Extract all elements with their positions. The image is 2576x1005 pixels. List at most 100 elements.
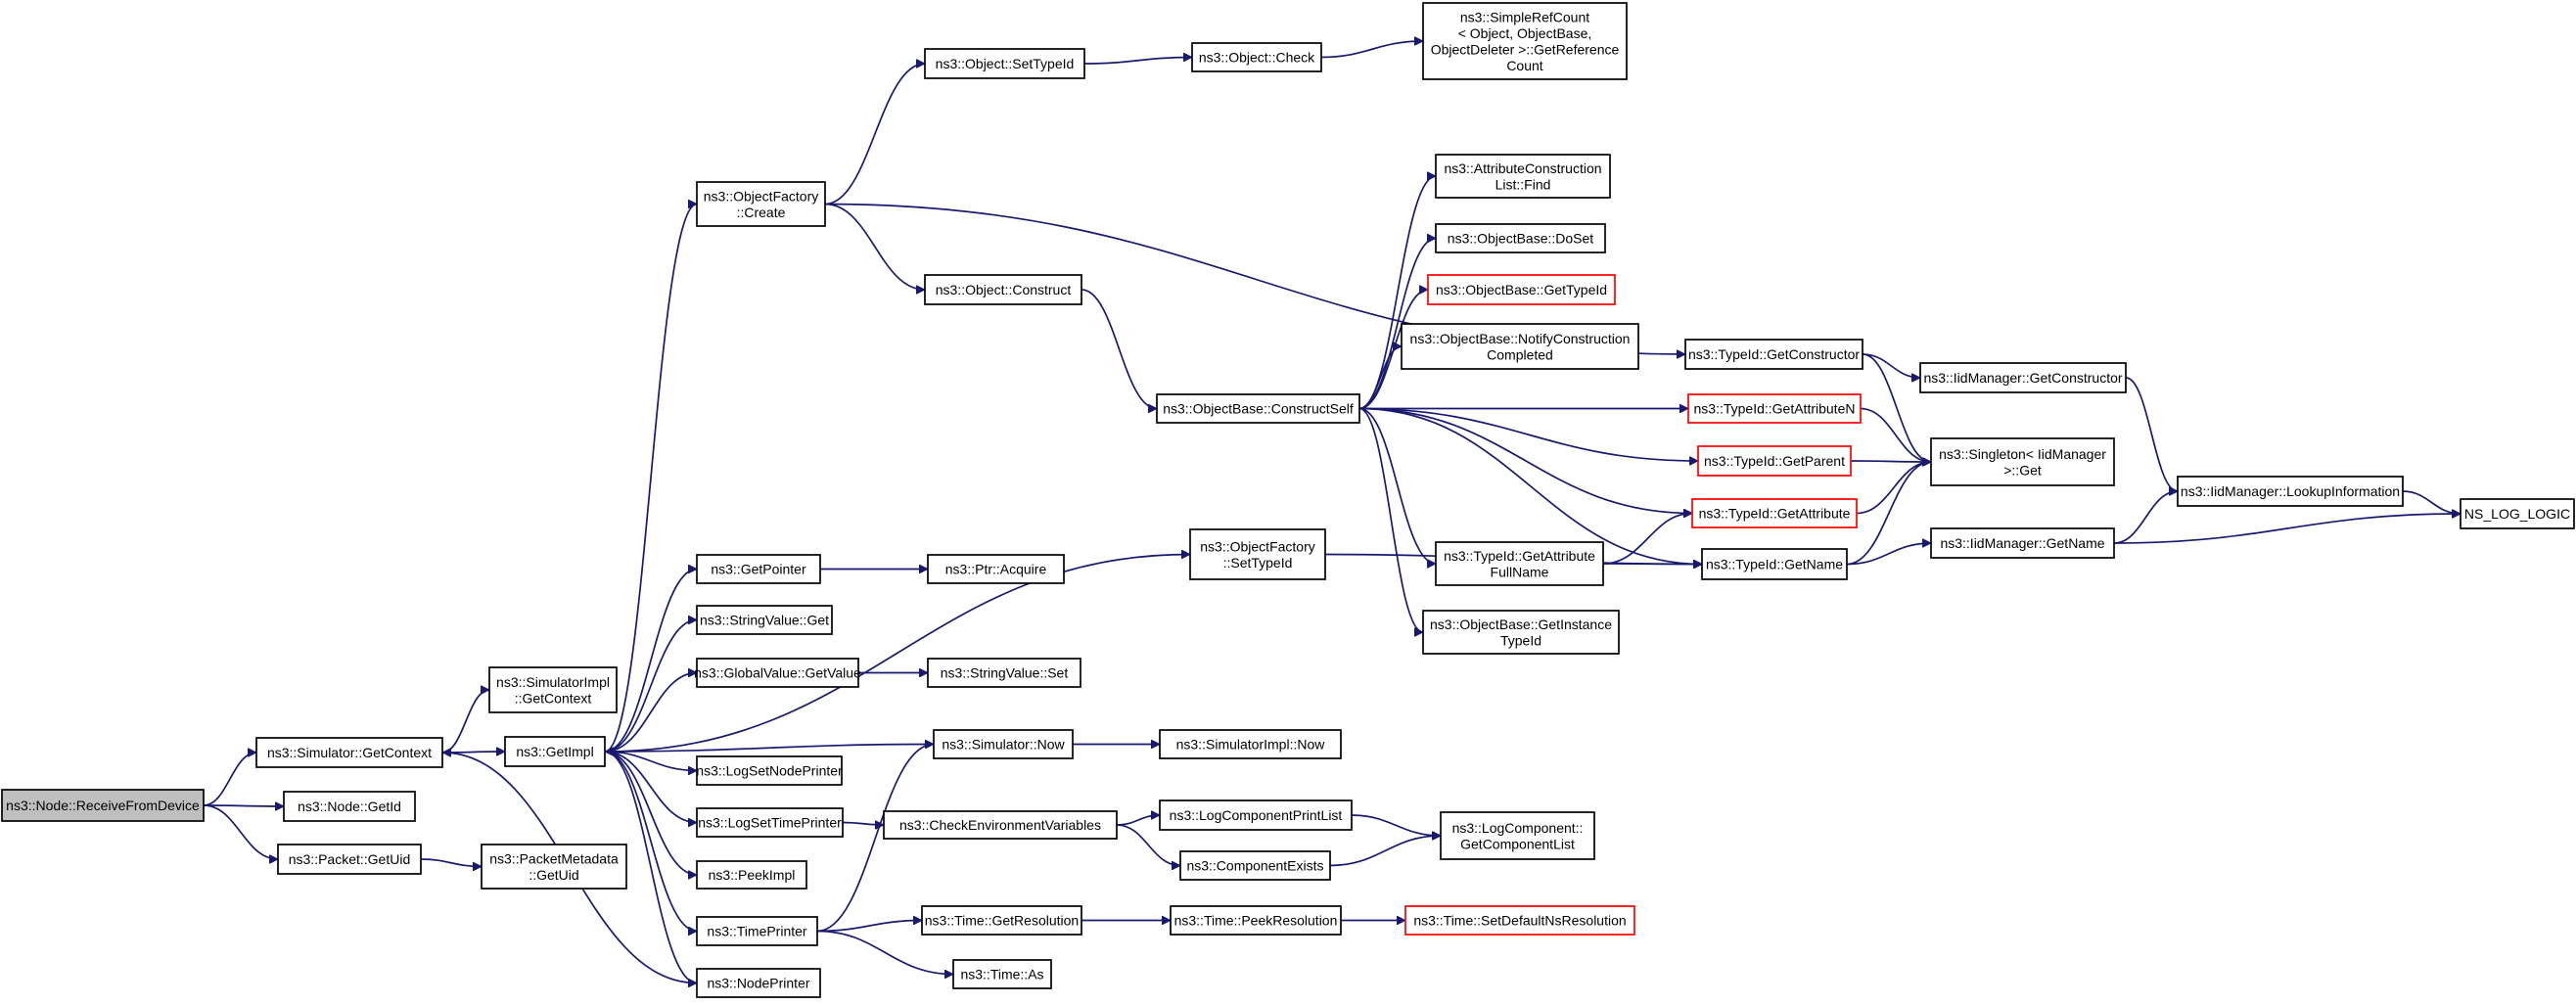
node-ns3-time-as[interactable]: ns3::Time::As [952,959,1052,989]
node-ns3-time-getresolution[interactable]: ns3::Time::GetResolution [921,905,1082,936]
node-ns3-globalvalue-getvalue[interactable]: ns3::GlobalValue::GetValue [694,658,861,688]
node-ns3-node-getid[interactable]: ns3::Node::GetId [283,791,416,822]
node-ns3-logcomponent-getcomponentlist[interactable]: ns3::LogComponent::GetComponentList [1440,811,1595,860]
node-ns3-timeprinter[interactable]: ns3::TimePrinter [696,916,818,946]
node-ns3-stringvalue-set[interactable]: ns3::StringValue::Set [927,658,1081,688]
node-ns3-getpointer[interactable]: ns3::GetPointer [696,554,821,584]
node-box [283,791,416,822]
node-ns3-objectfactory-settypeid[interactable]: ns3::ObjectFactory::SetTypeId [1189,528,1326,580]
node-ns3-componentexists[interactable]: ns3::ComponentExists [1179,850,1331,881]
edge-n6-to-n14 [604,751,698,875]
node-ns3-simplerefcount-object-objectbase-objectdeleter-getreference-count[interactable]: ns3::SimpleRefCount< Object, ObjectBase,… [1422,2,1628,80]
edge-n6-to-n11 [604,673,697,753]
node-label: ns3::TypeId::GetConstructor [1688,346,1860,362]
node-ns3-object-check[interactable]: ns3::Object::Check [1191,42,1322,72]
edge-n49-to-n50 [2402,490,2461,514]
node-ns3-iidmanager-getconstructor[interactable]: ns3::IidManager::GetConstructor [1919,362,2127,393]
edge-n27-to-n38 [1358,407,1424,633]
node-label: TypeId [1500,632,1541,648]
edge-n41-to-n47 [1862,353,1932,462]
node-box [696,755,843,786]
node-ns3-logsettimeprinter[interactable]: ns3::LogSetTimePrinter [696,807,844,838]
node-box [924,274,1082,305]
node-ns3-time-setdefaultnsresolution[interactable]: ns3::Time::SetDefaultNsResolution [1404,905,1635,936]
node-ns3-typeid-getconstructor[interactable]: ns3::TypeId::GetConstructor [1684,339,1863,370]
edge-n27-to-n45 [1358,407,1702,565]
node-label: ns3::AttributeConstruction [1444,160,1601,176]
node-ns3-typeid-getattribute[interactable]: ns3::TypeId::GetAttribute [1691,498,1858,528]
node-ns3-stringvalue-get[interactable]: ns3::StringValue::Get [696,605,833,635]
node-ns3-checkenvironmentvariables[interactable]: ns3::CheckEnvironmentVariables [883,810,1118,840]
node-ns3-typeid-getattributen[interactable]: ns3::TypeId::GetAttributeN [1687,393,1862,424]
node-ns3-packetmetadata-getuid[interactable]: ns3::PacketMetadata::GetUid [481,844,627,890]
node-label: ::GetContext [515,690,592,706]
node-box [1401,323,1639,370]
node-label: ns3::TypeId::GetName [1706,557,1843,572]
node-label: List::Find [1495,176,1551,192]
node-ns3-iidmanager-getname[interactable]: ns3::IidManager::GetName [1930,527,2115,559]
node-ns3-objectbase-doset[interactable]: ns3::ObjectBase::DoSet [1435,223,1606,253]
node-ns3-object-construct[interactable]: ns3::Object::Construct [924,274,1082,305]
node-box [1189,528,1326,580]
node-label: ns3::Object::Construct [936,282,1072,297]
node-label: < Object, ObjectBase, [1458,25,1592,41]
node-ns3-typeid-getparent[interactable]: ns3::TypeId::GetParent [1697,445,1852,477]
node-ns3-objectbase-constructself[interactable]: ns3::ObjectBase::ConstructSelf [1156,393,1360,424]
node-box [1156,393,1360,424]
node-label: ns3::Simulator::GetContext [267,745,432,760]
node-ns3-objectbase-gettypeid[interactable]: ns3::ObjectBase::GetTypeId [1427,274,1616,305]
edge-n1-to-n3 [203,805,284,806]
edge-n27-to-n43 [1358,407,1698,462]
node-box [927,658,1081,688]
node-ns3-typeid-getname[interactable]: ns3::TypeId::GetName [1701,548,1848,580]
edge-n1-to-n4 [203,804,279,859]
node-ns3-getimpl[interactable]: ns3::GetImpl [504,736,606,767]
edge-n6-to-n15 [604,751,698,932]
edge-n22-to-n31 [1116,824,1181,866]
node-ns3-simulatorimpl-getcontext[interactable]: ns3::SimulatorImpl::GetContext [488,666,618,713]
node-ns3-peekimpl[interactable]: ns3::PeekImpl [696,860,807,890]
node-ns3-packet-getuid[interactable]: ns3::Packet::GetUid [277,844,422,875]
node-label: ns3::ObjectBase::NotifyConstruction [1410,331,1631,346]
node-label: GetComponentList [1460,836,1575,851]
node-label: ns3::Node::ReceiveFromDevice [6,798,200,813]
node-ns3-logsetnodeprinter[interactable]: ns3::LogSetNodePrinter [696,755,843,786]
node-ns3-node-receivefromdevice[interactable]: ns3::Node::ReceiveFromDevice [1,789,205,822]
node-label: ns3::SimulatorImpl [496,674,610,690]
edge-n4-to-n7 [420,858,482,867]
node-ns3-logcomponentprintlist[interactable]: ns3::LogComponentPrintList [1159,799,1353,831]
node-box [1191,42,1322,72]
edge-n27-to-n36 [1358,346,1403,410]
node-label: NS_LOG_LOGIC [2464,506,2570,522]
node-label: ns3::ObjectFactory [704,188,819,204]
edge-n6-to-n13 [604,751,697,823]
node-ns3-simulator-now[interactable]: ns3::Simulator::Now [933,729,1074,759]
node-label: ns3::ComponentExists [1186,858,1323,874]
node-label: ns3::ObjectFactory [1200,538,1315,554]
node-box [2460,498,2575,529]
node-box [1919,362,2127,393]
node-ns3-singleton-iidmanager-get[interactable]: ns3::Singleton< IidManager>::Get [1930,437,2115,486]
node-ns3-time-peekresolution[interactable]: ns3::Time::PeekResolution [1170,905,1342,936]
node-box [1930,527,2115,559]
node-label: ns3::SimpleRefCount [1460,9,1589,24]
node-ns3-iidmanager-lookupinformation[interactable]: ns3::IidManager::LookupInformation [2177,476,2404,507]
node-ns3-simulator-getcontext[interactable]: ns3::Simulator::GetContext [255,737,443,768]
node-ns3-nodeprinter[interactable]: ns3::NodePrinter [696,968,821,998]
edge-n48-to-n49 [2113,491,2179,544]
node-ns3-objectbase-notifyconstruction-completed[interactable]: ns3::ObjectBase::NotifyConstructionCompl… [1401,323,1639,370]
node-ns3-object-settypeid[interactable]: ns3::Object::SetTypeId [924,48,1085,79]
node-box [952,959,1052,989]
node-ns3-ptr-acquire[interactable]: ns3::Ptr::Acquire [927,554,1065,584]
node-ns-log-logic[interactable]: NS_LOG_LOGIC [2460,498,2575,529]
node-label: ns3::GlobalValue::GetValue [694,665,861,681]
node-ns3-simulatorimpl-now[interactable]: ns3::SimulatorImpl::Now [1159,729,1342,759]
node-ns3-objectfactory-create[interactable]: ns3::ObjectFactory::Create [696,181,826,227]
node-label: ns3::IidManager::GetName [1940,535,2104,551]
edge-n22-to-n30 [1116,815,1160,826]
edge-n13-to-n22 [842,823,884,826]
edge-n45-to-n47 [1846,462,1932,566]
